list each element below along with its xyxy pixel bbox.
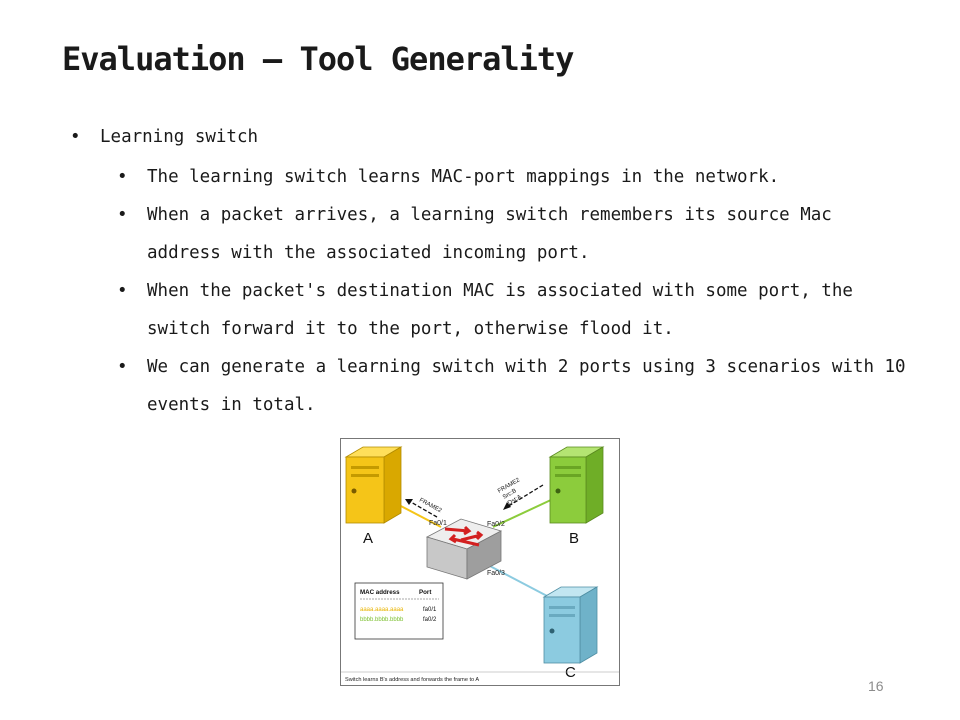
host-label-a: A — [363, 530, 373, 547]
sub-bullet-1: The learning switch learns MAC-port mapp… — [70, 158, 910, 196]
server-a-icon — [344, 446, 403, 524]
port-label-a: Fa0/1 — [429, 520, 447, 527]
network-diagram: FRAME2 FRAME2 Src:B Dst:A Fa0/1 Fa0/2 Fa… — [340, 438, 620, 686]
switch-icon — [425, 518, 503, 580]
sub-bullet-3: When the packet's destination MAC is ass… — [70, 272, 910, 348]
mac-table-row-2-mac: bbbb.bbbb.bbbb — [360, 617, 404, 623]
bullet-list: Learning switch The learning switch lear… — [70, 122, 910, 424]
host-label-b: B — [569, 530, 579, 547]
figure-caption: Switch learns B's address and forwards t… — [345, 677, 479, 683]
server-c-icon — [542, 586, 599, 664]
link-c — [485, 563, 550, 598]
mac-table-row-1-port: fa0/1 — [423, 607, 437, 613]
bullet-learning-switch: Learning switch — [70, 122, 910, 152]
link-b — [492, 498, 554, 528]
network-diagram-svg: FRAME2 FRAME2 Src:B Dst:A Fa0/1 Fa0/2 Fa… — [341, 446, 619, 683]
frame-label-a: FRAME2 — [418, 497, 443, 514]
sub-bullet-2: When a packet arrives, a learning switch… — [70, 196, 910, 272]
sub-bullet-4: We can generate a learning switch with 2… — [70, 348, 910, 424]
mac-table-header-mac: MAC address — [360, 589, 400, 596]
port-label-c: Fa0/3 — [487, 570, 505, 577]
arrow-to-a-head — [405, 499, 413, 505]
port-label-b: Fa0/2 — [487, 521, 505, 528]
mac-table-header-port: Port — [419, 589, 431, 596]
server-b-icon — [548, 446, 605, 524]
arrow-from-b — [506, 484, 544, 508]
page-number: 16 — [868, 678, 884, 694]
link-a — [396, 503, 442, 528]
host-label-c: C — [565, 664, 576, 681]
mac-table-row-2-port: fa0/2 — [423, 617, 437, 623]
arrow-from-b-head — [503, 502, 511, 510]
slide-title: Evaluation – Tool Generality — [62, 40, 574, 78]
mac-address-table: MAC address Port aaaa.aaaa.aaaa fa0/1 bb… — [354, 582, 444, 640]
mac-table-row-1-mac: aaaa.aaaa.aaaa — [360, 607, 404, 613]
arrow-to-a — [408, 500, 438, 518]
